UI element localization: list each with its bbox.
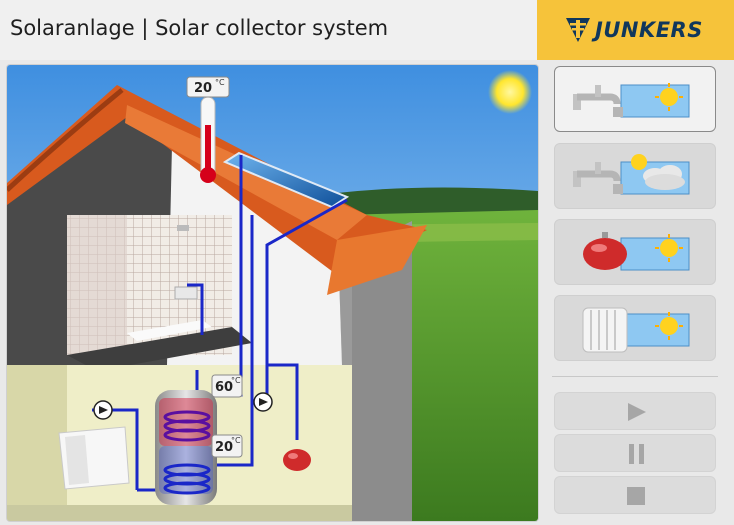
pause-icon bbox=[629, 444, 644, 464]
faucet-icon bbox=[573, 85, 623, 117]
play-button[interactable] bbox=[554, 392, 716, 430]
tank-lower-temp-value: 20 bbox=[215, 440, 233, 455]
radiator-icon bbox=[582, 307, 628, 353]
mode-expansion-vessel-sunny-button[interactable] bbox=[554, 219, 716, 285]
solar-pump-icon bbox=[253, 392, 273, 412]
junkers-logo-icon bbox=[566, 18, 590, 42]
tank-upper-temp-value: 60 bbox=[215, 380, 233, 395]
sun-cloud-icon bbox=[631, 154, 685, 190]
boiler-pump-icon bbox=[93, 400, 113, 420]
mode-panel bbox=[552, 64, 718, 520]
solar-system-scene: 20 °C 60 bbox=[6, 64, 539, 522]
title-bar: Solaranlage | Solar collector system bbox=[0, 0, 537, 60]
roof-temp-label: 20 °C bbox=[186, 76, 230, 98]
tank-upper-temp-unit: °C bbox=[231, 376, 241, 385]
stop-icon bbox=[627, 487, 645, 505]
expansion-vessel-icon bbox=[583, 232, 627, 270]
page-title: Solaranlage | Solar collector system bbox=[10, 16, 389, 40]
panel-divider bbox=[552, 376, 718, 377]
tank-lower-temp-label: 20 °C bbox=[211, 434, 243, 458]
sun-icon bbox=[488, 70, 532, 114]
header: Solaranlage | Solar collector system JUN… bbox=[0, 0, 734, 60]
stop-button[interactable] bbox=[554, 476, 716, 514]
sun-icon bbox=[655, 234, 683, 262]
brand-area: JUNKERS bbox=[537, 0, 734, 60]
play-icon bbox=[628, 403, 646, 421]
pause-button[interactable] bbox=[554, 434, 716, 472]
faucet-icon bbox=[573, 162, 623, 194]
expansion-vessel bbox=[283, 449, 311, 471]
tank-upper-temp-label: 60 °C bbox=[211, 374, 243, 398]
mode-heating-sunny-button[interactable] bbox=[554, 295, 716, 361]
mode-hot-water-cloudy-button[interactable] bbox=[554, 143, 716, 209]
sun-icon bbox=[655, 312, 683, 340]
tank-lower-temp-unit: °C bbox=[231, 436, 241, 445]
brand-name: JUNKERS bbox=[595, 18, 703, 42]
sun-icon bbox=[655, 83, 683, 111]
roof-temp-unit: °C bbox=[215, 78, 225, 87]
mode-hot-water-sunny-button[interactable] bbox=[554, 66, 716, 132]
roof-temp-value: 20 bbox=[194, 81, 212, 96]
thermometer-icon bbox=[200, 167, 216, 183]
